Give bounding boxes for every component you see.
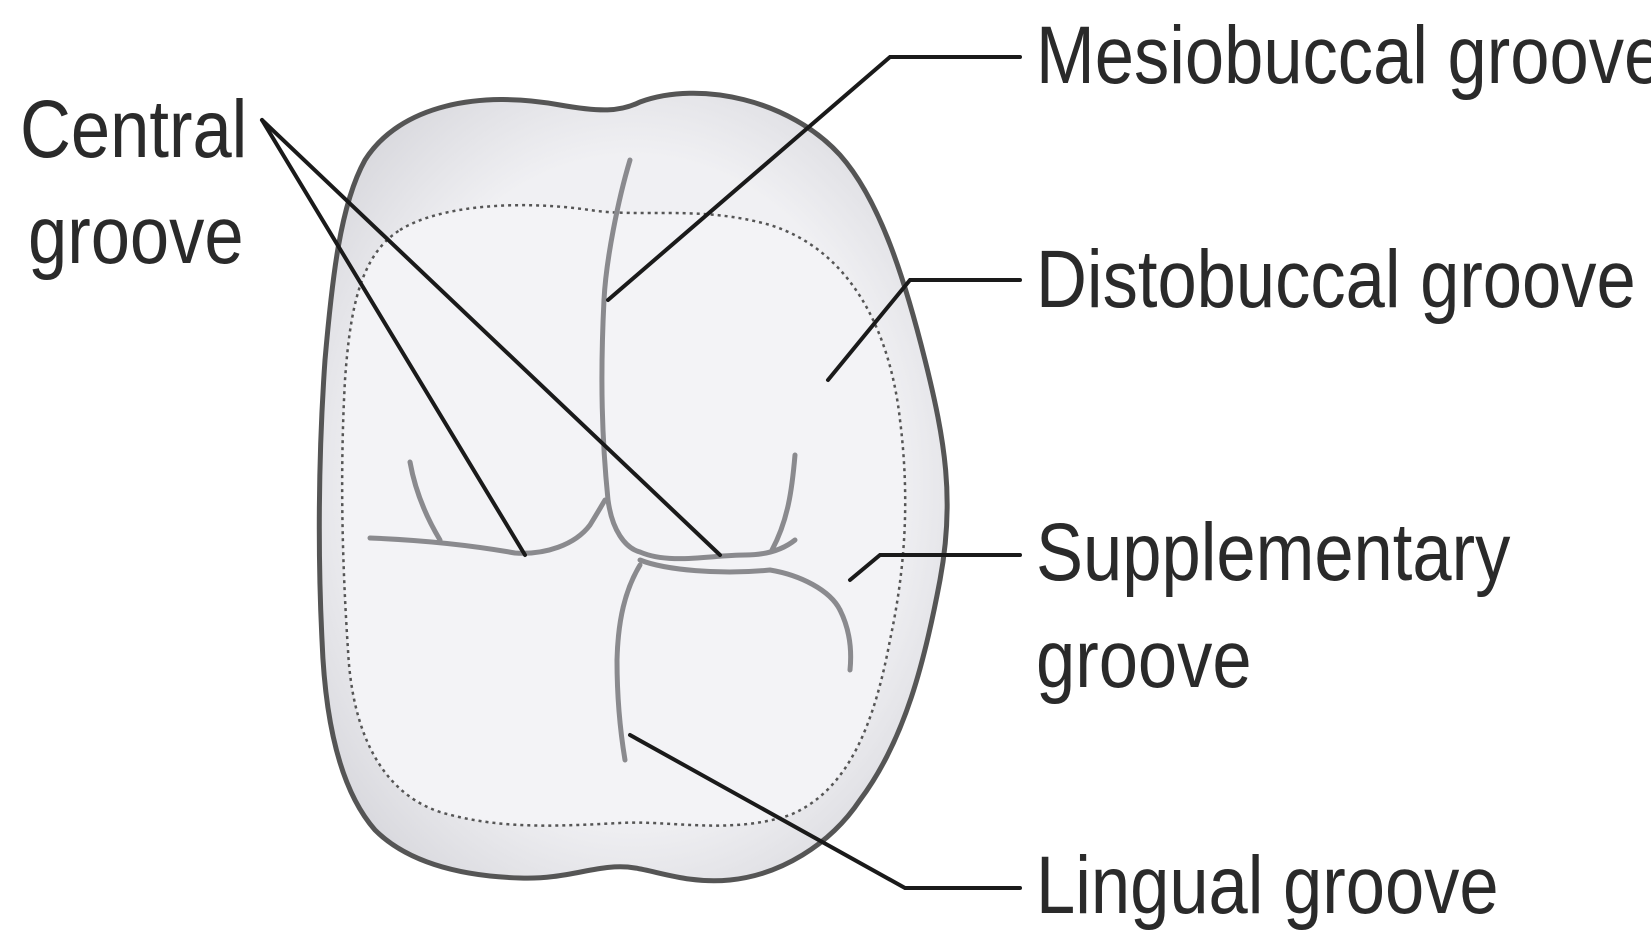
label-supplementary-line2: groove xyxy=(1036,612,1252,708)
label-central-line1: Central xyxy=(20,82,247,178)
label-central-line2: groove xyxy=(28,188,244,284)
label-mesiobuccal: Mesiobuccal groove xyxy=(1036,8,1651,104)
label-supplementary-line1: Supplementary xyxy=(1036,505,1510,601)
label-distobuccal: Distobuccal groove xyxy=(1036,232,1636,328)
label-lingual: Lingual groove xyxy=(1036,838,1499,934)
